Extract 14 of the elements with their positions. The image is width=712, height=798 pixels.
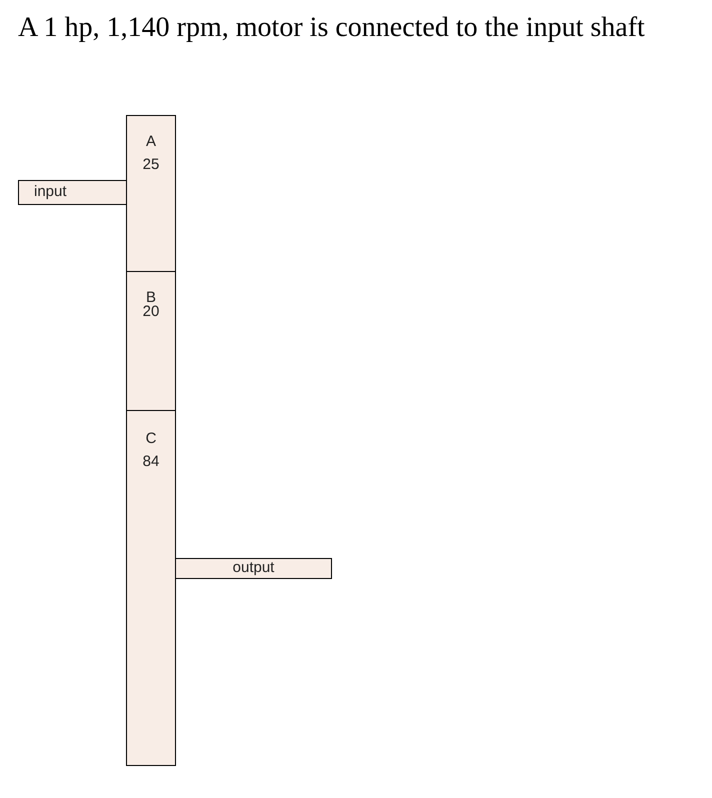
shaft-label: input xyxy=(34,183,67,200)
gear-block xyxy=(126,271,176,411)
gear-block xyxy=(126,115,176,272)
gear-letter: C xyxy=(144,430,158,447)
output-shaft xyxy=(175,558,332,579)
gear-block xyxy=(126,410,176,766)
input-shaft xyxy=(18,180,127,205)
tooth-count: 84 xyxy=(142,453,160,470)
gear-letter: A xyxy=(144,133,157,150)
tooth-count: 20 xyxy=(142,303,160,320)
gear-letter: B xyxy=(146,289,156,306)
shaft-label: output xyxy=(232,559,276,576)
heading: A 1 hp, 1,140 rpm, motor is connected to the input shaft xyxy=(18,12,645,44)
tooth-count: 25 xyxy=(142,156,160,173)
